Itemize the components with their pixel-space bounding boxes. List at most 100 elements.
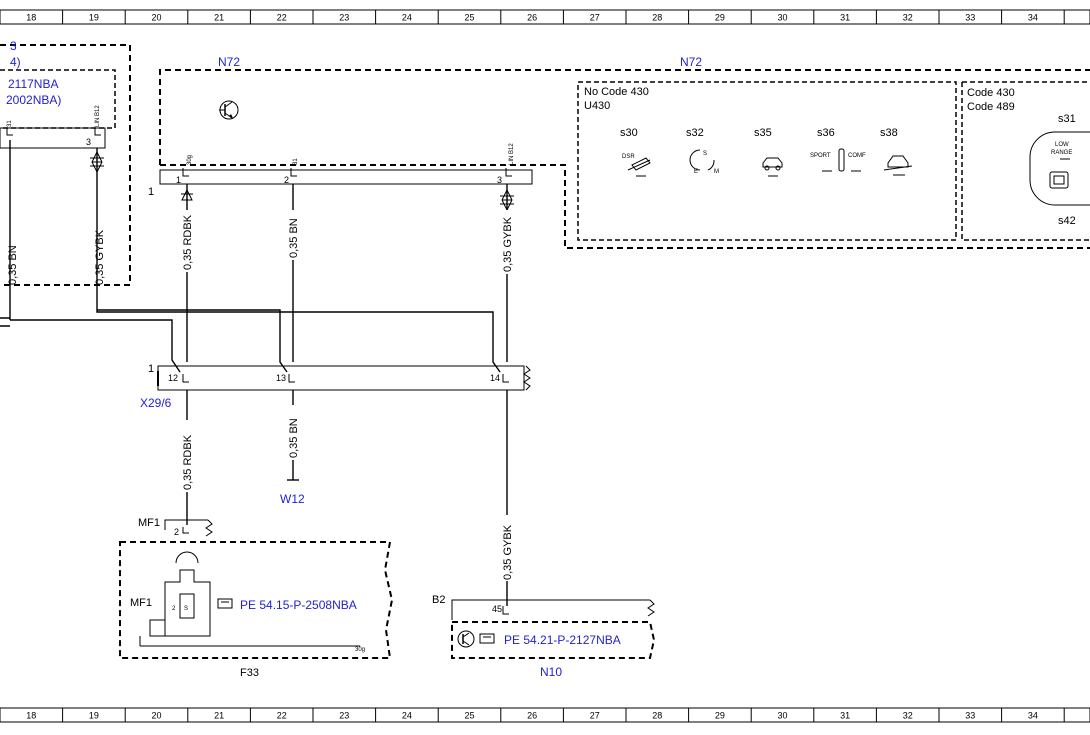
n72-pin-1: 1 [176, 175, 181, 185]
ruler-top-column-label: 18 [26, 13, 36, 23]
ruler-top-column-label: 26 [527, 13, 537, 23]
code-box-line1: Code 430 [967, 87, 1015, 99]
svg-text:RANGE: RANGE [1051, 150, 1072, 156]
left-partial-module: 3 4) 2117NBA 2002NBA) 31 LIN B12 3 0,35 … [0, 39, 131, 320]
switch-s32-label: s32 [686, 127, 704, 139]
svg-text:COMF: COMF [848, 153, 866, 159]
left-pin-label-a: 31 [7, 120, 13, 127]
wire-label-1: 0,35 RDBK [182, 214, 194, 270]
n72-label-left: N72 [218, 55, 240, 69]
ruler-bottom-column-label: 20 [152, 711, 162, 721]
n10-module: B2 45 PE 54.21-P-2127NBA N10 [432, 594, 656, 679]
x29-pin-13: 13 [276, 373, 286, 383]
ruler-bottom-column-label: 28 [652, 711, 662, 721]
n72-pin-3: 3 [497, 175, 502, 185]
switch-box: No Code 430 U430 s30 s32 s35 s36 s38 DSR… [577, 81, 957, 241]
ruler-top-column-label: 19 [89, 13, 99, 23]
ruler-bottom-column-label: 22 [277, 711, 287, 721]
f33-label: F33 [240, 667, 259, 679]
wires-lower: 0,35 RDBK 0,35 BN 0,35 GYBK W12 [181, 390, 515, 606]
ruler-bottom-column-label: 31 [840, 711, 850, 721]
svg-text:S: S [184, 606, 188, 612]
transistor-icon [219, 100, 239, 120]
x29-connector: 1 12 13 14 X29/6 [140, 363, 531, 410]
b2-label: B2 [432, 594, 445, 606]
ruler-top-column-label: 34 [1028, 13, 1038, 23]
f33-reference: PE 54.15-P-2508NBA [240, 598, 357, 612]
ruler-bottom-column-label: 32 [903, 711, 913, 721]
ruler-top-column-label: 29 [715, 13, 725, 23]
left-partial-line2: 4) [10, 55, 21, 69]
ruler-bottom-column-label: 34 [1028, 711, 1038, 721]
svg-text:DSR: DSR [622, 154, 635, 160]
code-box-switch-s42: s42 [1058, 215, 1076, 227]
n72-module: N72 N72 1 1 2 3 30g 31 LIN B12 [148, 55, 1090, 249]
ruler-bottom-column-label: 18 [26, 711, 36, 721]
dsr-icon: DSR [622, 154, 651, 177]
svg-text:E: E [694, 169, 698, 175]
reference-hand-icon [217, 598, 233, 609]
n10-label: N10 [540, 665, 562, 679]
ruler-top-column-label: 23 [339, 13, 349, 23]
n72-pin-2: 2 [284, 175, 289, 185]
f33-module: MF1 2 2 S MF1 30g PE 54.15-P-2508NBA F33 [119, 517, 394, 679]
wire-label-2: 0,35 BN [288, 218, 300, 258]
left-partial-line4: 2002NBA) [6, 93, 61, 107]
ruler-top-column-label: 27 [590, 13, 600, 23]
ruler-top-column-label: 24 [402, 13, 412, 23]
n10-reference: PE 54.21-P-2127NBA [504, 633, 621, 647]
ruler-top-column-label: 32 [903, 13, 913, 23]
ruler-bottom-column-label: 23 [339, 711, 349, 721]
ruler-bottom-column-label: 30 [778, 711, 788, 721]
switch-box-line1: No Code 430 [584, 86, 649, 98]
ruler-top-column-label: 22 [277, 13, 287, 23]
svg-text:M: M [714, 169, 719, 175]
wire-label-6: 0,35 GYBK [502, 524, 514, 580]
code-box-line2: Code 489 [967, 101, 1015, 113]
switch-s30-label: s30 [620, 127, 638, 139]
ruler-bottom-column-label: 29 [715, 711, 725, 721]
switch-s38-label: s38 [880, 127, 898, 139]
mode-selector-icon: S E M [689, 149, 719, 175]
left-pin-label-b: LIN B12 [95, 105, 101, 127]
ruler-bottom-column-label: 24 [402, 711, 412, 721]
offroad-icon [883, 155, 913, 176]
car-icon [762, 157, 783, 177]
x29-pin-14: 14 [490, 373, 500, 383]
n72-label-right: N72 [680, 55, 702, 69]
n72-pin-label-1: 30g [187, 155, 193, 165]
ruler-bottom-column-label: 26 [527, 711, 537, 721]
relay-icon: 2 S [139, 551, 360, 647]
ruler-top-column-label: 33 [965, 13, 975, 23]
svg-text:SPORT: SPORT [810, 153, 831, 159]
ruler-bottom-column-label: 33 [965, 711, 975, 721]
ruler-top-column-label: 21 [214, 13, 224, 23]
switch-box-line2: U430 [584, 100, 610, 112]
n72-pin-label-2: 31 [293, 158, 299, 165]
sport-comfort-icon: SPORT COMF [810, 148, 866, 172]
left-wire-bn-label: 0,35 BN [7, 245, 19, 285]
n72-connector-marker: 1 [148, 186, 154, 198]
svg-text:2: 2 [172, 606, 176, 612]
f33-ground-label: 30g [355, 647, 365, 653]
wire-label-3: 0,35 GYBK [502, 216, 514, 272]
low-range-knob-icon: LOW RANGE [1029, 131, 1090, 206]
left-partial-line3: 2117NBA [8, 77, 58, 91]
left-partial-line1: 3 [10, 39, 17, 53]
x29-pin-12: 12 [168, 373, 178, 383]
x29-label: X29/6 [140, 396, 172, 410]
mf1-pin: 2 [174, 527, 179, 537]
ruler-bottom-column-label: 19 [89, 711, 99, 721]
code-box: Code 430 Code 489 s31 s42 LOW RANGE [961, 81, 1090, 241]
svg-text:S: S [703, 151, 707, 157]
mf1-top-label: MF1 [138, 517, 160, 529]
switch-s36-label: s36 [817, 127, 835, 139]
ruler-bottom-column-label: 25 [465, 711, 475, 721]
code-box-switch-s31: s31 [1058, 113, 1076, 125]
left-wire-gybk-label: 0,35 GYBK [94, 229, 106, 285]
reference-hand-icon-n10 [479, 633, 495, 644]
svg-text:LOW: LOW [1055, 142, 1069, 148]
